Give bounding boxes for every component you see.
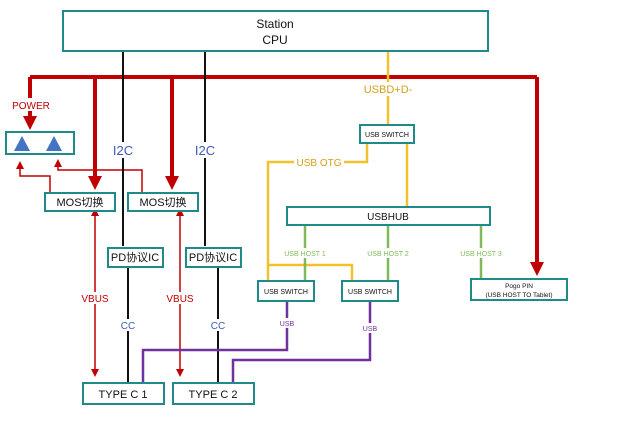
cpu-label: CPU [262, 33, 287, 47]
usb-switch-left: USB SWITCH [257, 280, 315, 302]
svg-text:MOS切换: MOS切换 [56, 195, 103, 209]
i2c-right-label: I2C [195, 143, 215, 158]
mos-switch-left: MOS切换 [44, 192, 116, 212]
svg-text:PD协议IC: PD协议IC [189, 250, 237, 264]
mos-switch-right: MOS切换 [127, 192, 199, 212]
usbd-label: USBD+D- [364, 84, 413, 96]
usb-host-1-label: USB HOST 1 [284, 251, 326, 258]
vbus-right-label: VBUS [166, 294, 194, 305]
cc-lines [127, 268, 219, 383]
vbus-left-label: VBUS [81, 294, 109, 305]
power-regulator-box [5, 131, 75, 155]
power-label: POWER [12, 101, 50, 112]
svg-text:USB SWITCH: USB SWITCH [365, 132, 409, 139]
svg-text:TYPE C 1: TYPE C 1 [99, 389, 148, 401]
power-feedback-lines [16, 159, 143, 193]
cc-right-label: CC [211, 321, 225, 332]
station-label: Station [256, 17, 293, 31]
pd-ic-right: PD协议IC [185, 247, 242, 268]
svg-text:(USB HOST TO Tablet): (USB HOST TO Tablet) [485, 292, 552, 299]
i2c-left-label: I2C [113, 143, 133, 158]
usb-switch-right: USB SWITCH [341, 280, 399, 302]
pogo-pin-box: Pogo PIN (USB HOST TO Tablet) [470, 278, 568, 301]
svg-text:PD协议IC: PD协议IC [111, 250, 159, 264]
svg-text:USB SWITCH: USB SWITCH [348, 289, 392, 296]
usb-host-3-label: USB HOST 3 [460, 251, 502, 258]
svg-text:USBHUB: USBHUB [367, 212, 409, 223]
typec-1-box: TYPE C 1 [82, 382, 165, 405]
usb-hub-box: USBHUB [286, 206, 491, 226]
svg-text:TYPE C 2: TYPE C 2 [189, 389, 238, 401]
usb-host-2-label: USB HOST 2 [367, 251, 409, 258]
svg-text:USB SWITCH: USB SWITCH [264, 289, 308, 296]
triangle-icon [14, 136, 30, 151]
usb-purple-lines [141, 301, 372, 383]
svg-text:Pogo PIN: Pogo PIN [505, 283, 533, 290]
svg-text:MOS切换: MOS切换 [139, 195, 186, 209]
triangle-icon [46, 136, 62, 151]
pd-ic-left: PD协议IC [107, 247, 164, 268]
usb-right-label: USB [363, 326, 378, 333]
power-bus [23, 75, 544, 276]
usb-left-label: USB [280, 321, 295, 328]
usb-otg-label: USB OTG [296, 158, 341, 169]
usb-switch-top: USB SWITCH [359, 124, 415, 144]
typec-2-box: TYPE C 2 [172, 382, 255, 405]
cc-left-label: CC [121, 321, 135, 332]
station-cpu-box: Station CPU [62, 10, 489, 52]
